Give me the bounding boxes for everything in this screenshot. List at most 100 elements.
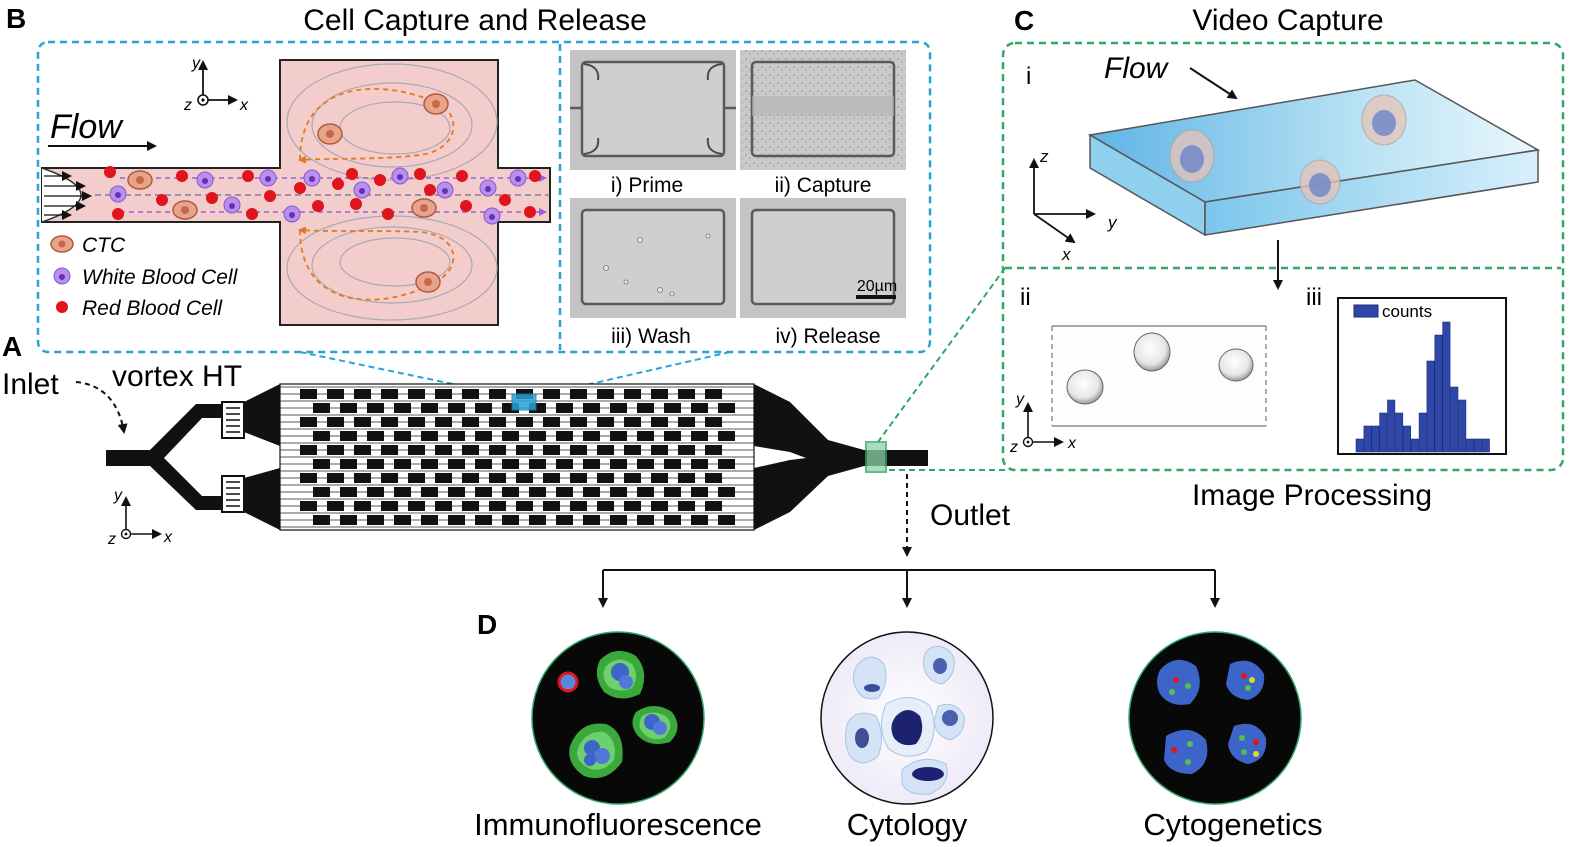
vortex-chamber-cell [435, 417, 452, 427]
vortex-chamber-cell [367, 515, 384, 525]
vortex-chamber-cell [394, 459, 411, 469]
panel-letter-b: B [6, 3, 26, 34]
axis-label-z: z [107, 531, 116, 548]
vortex-chamber-cell [705, 445, 722, 455]
histogram: counts [1337, 297, 1507, 455]
vortex-chamber-cell [502, 431, 519, 441]
rbc-cell [156, 194, 168, 206]
vortex-chamber-cell [543, 473, 560, 483]
cytology-image [820, 631, 994, 805]
vortex-chamber-cell [610, 487, 627, 497]
vortex-chamber-cell [408, 473, 425, 483]
vortex-chamber-cell [340, 459, 357, 469]
histogram-bar [1418, 412, 1427, 453]
vortex-chamber-cell [516, 473, 533, 483]
axis-label-y: y [1107, 213, 1118, 232]
vortex-chamber-cell [327, 445, 344, 455]
histogram-bar [1442, 321, 1451, 453]
vortex-chamber-cell [637, 487, 654, 497]
vortex-chamber-cell [408, 445, 425, 455]
histogram-bar [1387, 399, 1396, 453]
vortex-chamber-cell [448, 459, 465, 469]
vortex-chamber-cell [475, 431, 492, 441]
vortex-chamber-cell [354, 473, 371, 483]
histogram-bar [1426, 360, 1435, 453]
vortex-chamber-cell [678, 389, 695, 399]
vortex-chamber-cell [327, 473, 344, 483]
rbc-cell [312, 200, 324, 212]
histogram-legend-label: counts [1382, 302, 1432, 321]
histogram-bar [1458, 399, 1467, 453]
vortex-chamber-cell [597, 473, 614, 483]
axis-label-z: z [183, 97, 192, 114]
vortex-chamber-cell [651, 501, 668, 511]
axis-label-x: x [1061, 245, 1071, 264]
vortex-chamber-cell [340, 515, 357, 525]
panel-letter-a: A [2, 331, 22, 362]
flow-cell-slab [1087, 79, 1541, 237]
rbc-cell [456, 170, 468, 182]
rbc-cell [374, 174, 386, 186]
vortex-chamber-cell [489, 417, 506, 427]
vortex-chamber-cell [651, 389, 668, 399]
panel-b-flow-label: Flow [50, 108, 124, 146]
vortex-chamber-cell [300, 445, 317, 455]
rbc-cell [499, 194, 511, 206]
vortex-chamber-cell [435, 389, 452, 399]
vortex-chamber-cell [691, 431, 708, 441]
vortex-chamber-cell [381, 417, 398, 427]
vortex-chamber [41, 59, 551, 326]
vortex-chamber-cell [705, 389, 722, 399]
vortex-chamber-cell [313, 431, 330, 441]
vortex-chamber-cell [313, 459, 330, 469]
histogram-bars [1355, 321, 1490, 453]
axis-label-y: y [191, 55, 201, 72]
rbc-cell [524, 206, 536, 218]
vortex-chamber-cell [421, 459, 438, 469]
step-label-release: iv) Release [775, 325, 880, 348]
panel-a-axes: y x z [107, 487, 173, 548]
legend-label-wbc: White Blood Cell [82, 266, 239, 289]
vortex-chamber-cell [462, 473, 479, 483]
vortex-chamber-cell [691, 459, 708, 469]
vortex-chamber-cell [408, 389, 425, 399]
histogram-bar [1403, 425, 1412, 453]
ctc-orbit-upper [298, 87, 455, 164]
histogram-bar [1450, 386, 1459, 453]
vortex-chamber-cell [624, 473, 641, 483]
zoom-connector-b-left [299, 351, 511, 397]
rbc-cell [346, 168, 358, 180]
panel-b: B Cell Capture and Release y x z Flow [6, 3, 932, 354]
rbc-cell [242, 170, 254, 182]
sub-label-i: i [1026, 63, 1031, 90]
vortex-chamber-cell [651, 445, 668, 455]
method-label-cytology: Cytology [847, 807, 968, 842]
panel-c-flow-arrow [1189, 67, 1238, 100]
vortex-chamber-cell [516, 501, 533, 511]
vortex-chamber-cell [718, 459, 735, 469]
rbc-cell [104, 166, 116, 178]
flow-profile [41, 167, 82, 223]
ctc-orbit-lower [298, 226, 455, 301]
panel-d: D [474, 609, 1322, 842]
vortex-chamber-cell [556, 515, 573, 525]
vortex-chamber-cell [327, 417, 344, 427]
vortex-chamber-cell [462, 389, 479, 399]
vortex-chamber-cell [529, 431, 546, 441]
sub-label-iii: iii [1306, 284, 1322, 311]
panel-c-border [1001, 41, 1565, 472]
vortex-chamber-cell [691, 515, 708, 525]
vortex-chamber-cell [583, 515, 600, 525]
vortex-chamber-cell [354, 445, 371, 455]
axis-label-z: z [1009, 439, 1018, 456]
rbc-cell [176, 170, 188, 182]
processed-frame [1051, 325, 1267, 427]
vortex-chamber-cell [543, 501, 560, 511]
panel-a: A Inlet vortex HT [2, 331, 1220, 608]
vortex-chamber-cell [489, 501, 506, 511]
vortex-chamber-cell [664, 487, 681, 497]
vortex-chamber-cell [313, 487, 330, 497]
rbc-cell [246, 208, 258, 220]
vortex-chamber-cell [313, 403, 330, 413]
